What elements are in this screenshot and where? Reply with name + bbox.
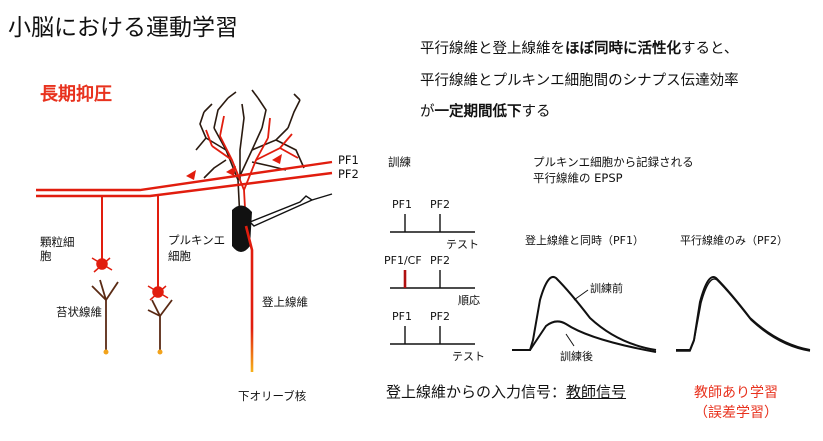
granule-cell-label-line2: 胞: [40, 249, 52, 263]
teacher-signal-prefix: 登上線維からの入力信号：: [386, 383, 567, 401]
purkinje-dendrites: [195, 89, 305, 221]
purkinje-soma: [232, 205, 252, 252]
supervised-learning-line2: （誤差学習）: [694, 405, 778, 421]
recording-electrode: [248, 193, 333, 227]
row2-caption: 順応: [458, 294, 480, 307]
row1-pulse2-label: PF2: [430, 198, 450, 211]
teacher-signal-text: 登上線維からの入力信号：教師信号: [386, 381, 626, 402]
row3-pulse1-label: PF1: [392, 310, 412, 323]
row2-pulse2-label: PF2: [430, 254, 450, 267]
teacher-signal-term: 教師信号: [566, 383, 627, 401]
parallel-fibers: [36, 160, 333, 198]
supervised-learning-line1: 教師あり学習: [694, 385, 778, 401]
purkinje-label-line2: 細胞: [168, 249, 191, 263]
training-label: 訓練: [388, 155, 411, 169]
parallel-fiber-1: [36, 160, 333, 192]
epsp-panel2-title: 平行線維のみ（PF2）: [680, 234, 788, 247]
description-line-1: 平行線維と登上線維をほぼ同時に活性化すると、: [420, 37, 738, 58]
climbing-fiber-label: 登上線維: [262, 295, 308, 309]
mossy-fiber-label: 苔状線維: [56, 305, 102, 319]
row1-pulse1-label: PF1: [392, 198, 412, 211]
epsp-panel1-title: 登上線維と同時（PF1）: [525, 234, 644, 247]
epsp-panel-1: [512, 276, 657, 353]
granule-cell-label-line1: 顆粒細: [40, 235, 75, 249]
epsp-title-line2: 平行線維の EPSP: [533, 171, 623, 185]
pf-synapse-marks: [186, 154, 282, 180]
row3-caption: テスト: [452, 350, 485, 363]
inferior-olive-label: 下オリーブ核: [238, 389, 307, 403]
epsp-panel-2: [676, 276, 811, 352]
climbing-fiber: [244, 225, 254, 372]
protocol-traces: [390, 214, 475, 345]
desc-emphasis: 一定期間低下: [434, 104, 522, 120]
desc-text: する: [521, 104, 551, 120]
desc-text: が: [420, 104, 435, 120]
page-title: 小脳における運動学習: [8, 15, 238, 41]
granule-axons: [101, 196, 159, 290]
epsp-leader-lines: [565, 289, 589, 347]
description-line-3: が一定期間低下する: [420, 100, 551, 121]
pf2-label: PF2: [338, 167, 359, 181]
purkinje-label-line1: プルキンエ: [168, 233, 226, 247]
desc-text: 平行線維と登上線維を: [420, 41, 565, 57]
row2-pulse1-label: PF1/CF: [384, 254, 422, 267]
before-training-label: 訓練前: [590, 282, 623, 295]
mossy-fibers: [91, 279, 173, 350]
mossy-fiber-tips: [103, 349, 163, 355]
supervised-learning-note: 教師あり学習 （誤差学習）: [694, 383, 778, 423]
granule-cell-bodies: [91, 257, 169, 301]
ltd-heading: 長期抑圧: [40, 84, 112, 105]
description-line-2: 平行線維とプルキンエ細胞間のシナプス伝達効率: [420, 73, 739, 89]
epsp-title-line1: プルキンエ細胞から記録される: [533, 155, 694, 169]
pf1-label: PF1: [338, 153, 359, 167]
parallel-fiber-2: [36, 171, 333, 198]
after-training-label: 訓練後: [560, 350, 593, 363]
row3-pulse2-label: PF2: [430, 310, 450, 323]
desc-emphasis: ほぼ同時に活性化: [565, 41, 681, 57]
row1-caption: テスト: [446, 238, 479, 251]
desc-text: すると、: [681, 41, 739, 57]
